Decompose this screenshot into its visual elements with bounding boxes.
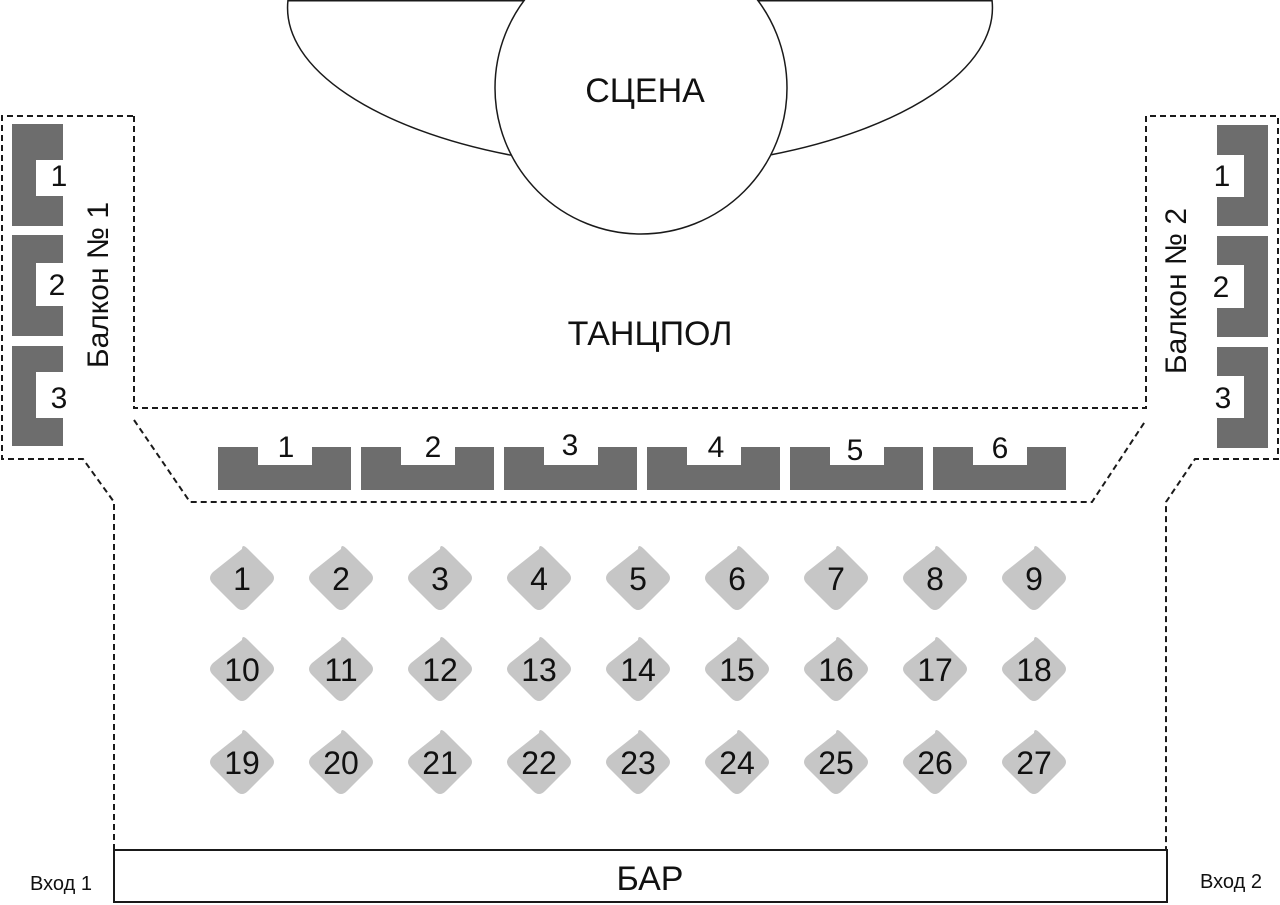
balcony-1-booth	[12, 124, 63, 226]
table-5	[606, 546, 670, 610]
table-24	[705, 730, 769, 794]
table-number: 27	[1016, 745, 1052, 781]
table-11	[309, 637, 373, 701]
table-14	[606, 637, 670, 701]
table-number: 2	[332, 561, 350, 597]
table-13	[507, 637, 571, 701]
table-1	[210, 546, 274, 610]
balcony-1-booth	[12, 346, 63, 446]
entrance-2-label: Вход 2	[1200, 871, 1262, 893]
front-sofa-number: 2	[424, 431, 442, 464]
table-number: 18	[1016, 652, 1052, 688]
bar-counter	[113, 849, 1168, 903]
balcony-2-booth-number: 1	[1213, 160, 1231, 193]
stage-circle	[494, 0, 788, 235]
front-sofa	[647, 447, 780, 490]
table-8	[903, 546, 967, 610]
table-number: 13	[521, 652, 557, 688]
entrance-1-label: Вход 1	[30, 873, 92, 895]
table-number: 16	[818, 652, 854, 688]
table-number: 19	[224, 745, 260, 781]
table-26	[903, 730, 967, 794]
front-sofa-number: 3	[561, 429, 579, 462]
table-15	[705, 637, 769, 701]
table-3	[408, 546, 472, 610]
table-number: 4	[530, 561, 548, 597]
table-number: 15	[719, 652, 755, 688]
hall-outline	[1, 115, 1279, 850]
table-2	[309, 546, 373, 610]
table-12	[408, 637, 472, 701]
balcony-2-booth-number: 3	[1214, 382, 1232, 415]
balcony-2-booth	[1217, 347, 1268, 448]
table-number: 24	[719, 745, 755, 781]
table-10	[210, 637, 274, 701]
table-17	[903, 637, 967, 701]
balcony-2-booth	[1217, 125, 1268, 226]
front-sofa	[504, 447, 637, 490]
table-number: 5	[629, 561, 647, 597]
table-number: 1	[233, 561, 251, 597]
table-number: 25	[818, 745, 854, 781]
table-number: 21	[422, 745, 458, 781]
table-number: 12	[422, 652, 458, 688]
front-sofa-number: 4	[707, 431, 725, 464]
table-7	[804, 546, 868, 610]
tables-group	[210, 546, 1066, 794]
table-6	[705, 546, 769, 610]
table-number: 7	[827, 561, 845, 597]
table-9	[1002, 546, 1066, 610]
table-number: 26	[917, 745, 953, 781]
table-27	[1002, 730, 1066, 794]
table-18	[1002, 637, 1066, 701]
front-sofa-number: 1	[277, 431, 295, 464]
balcony-1-booth-number: 1	[50, 160, 68, 193]
table-number: 3	[431, 561, 449, 597]
bar-label: БАР	[616, 860, 684, 898]
table-number: 22	[521, 745, 557, 781]
front-sofa	[218, 447, 351, 490]
dance-floor-label: ТАНЦПОЛ	[567, 315, 733, 353]
table-4	[507, 546, 571, 610]
table-number: 8	[926, 561, 944, 597]
table-number: 11	[324, 652, 358, 688]
front-sofa	[933, 447, 1066, 490]
front-sofa	[790, 447, 923, 490]
table-22	[507, 730, 571, 794]
table-25	[804, 730, 868, 794]
table-number: 14	[620, 652, 656, 688]
table-19	[210, 730, 274, 794]
table-20	[309, 730, 373, 794]
front-sofa	[361, 447, 494, 490]
table-number: 10	[224, 652, 260, 688]
table-23	[606, 730, 670, 794]
table-number: 6	[728, 561, 746, 597]
table-number: 9	[1025, 561, 1043, 597]
balcony-2-booth-number: 2	[1212, 271, 1230, 304]
balcony-2-booth	[1217, 236, 1268, 337]
sofa-zone-outline	[133, 419, 1147, 503]
table-16	[804, 637, 868, 701]
stage-label: СЦЕНА	[585, 72, 705, 110]
front-sofa-number: 5	[846, 434, 864, 467]
table-number: 17	[917, 652, 953, 688]
balcony-1-booth-number: 2	[48, 269, 66, 302]
balcony-1-label: Балкон № 1	[82, 201, 115, 369]
balcony-1-booth-number: 3	[50, 382, 68, 415]
front-sofa-number: 6	[991, 432, 1009, 465]
table-number: 23	[620, 745, 656, 781]
table-21	[408, 730, 472, 794]
balcony-2-label: Балкон № 2	[1160, 207, 1193, 375]
table-number: 20	[323, 745, 359, 781]
balcony-1-booth	[12, 235, 63, 336]
